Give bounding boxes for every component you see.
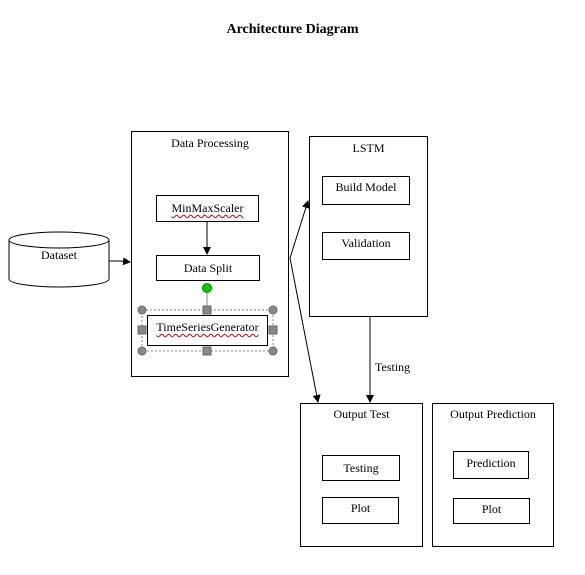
validation-label: Validation	[341, 235, 391, 250]
output-prediction-label: Output Prediction	[450, 407, 536, 421]
lstm-box[interactable]: LSTM	[309, 136, 428, 317]
minmaxscaler-label: MinMaxScaler	[171, 201, 244, 215]
output-prediction-plot-node[interactable]: Plot	[453, 498, 530, 524]
build-model-node[interactable]: Build Model	[322, 176, 410, 205]
timeseriesgenerator-node[interactable]: TimeSeriesGenerator	[147, 315, 268, 346]
build-model-label: Build Model	[335, 180, 397, 194]
dataset-label: Dataset	[41, 248, 77, 262]
testing-edge-label: Testing	[375, 360, 411, 374]
dataset-to-processing-arrow	[109, 257, 131, 266]
output-test-plot-label: Plot	[350, 501, 371, 515]
timeseriesgenerator-label: TimeSeriesGenerator	[156, 320, 259, 334]
minmaxscaler-node[interactable]: MinMaxScaler	[156, 195, 259, 222]
output-prediction-plot-label: Plot	[481, 501, 502, 516]
lstm-label: LSTM	[352, 141, 385, 155]
data-split-node[interactable]: Data Split	[156, 255, 260, 281]
processing-to-lstm-arrow	[289, 200, 310, 259]
data-split-label: Data Split	[183, 260, 233, 275]
testing-node-label: Testing	[343, 460, 379, 475]
prediction-label: Prediction	[466, 455, 516, 470]
data-processing-label: Data Processing	[171, 136, 249, 150]
output-test-label: Output Test	[333, 407, 390, 421]
prediction-node[interactable]: Prediction	[453, 451, 529, 479]
diagram-title: Architecture Diagram	[226, 22, 359, 37]
testing-node[interactable]: Testing	[322, 455, 400, 481]
validation-node[interactable]: Validation	[322, 232, 410, 260]
output-test-plot-node[interactable]: Plot	[322, 497, 399, 524]
